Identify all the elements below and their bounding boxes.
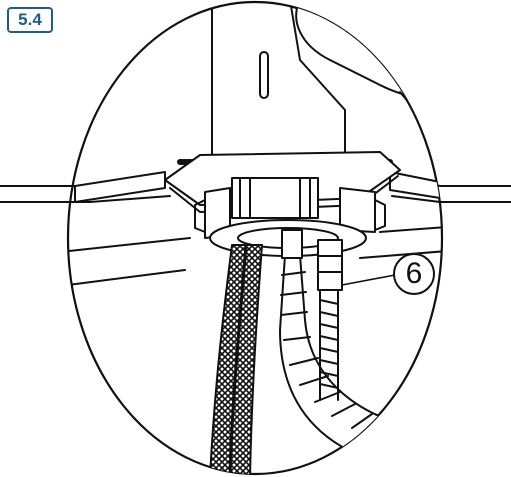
threaded-shank	[231, 177, 319, 219]
supply-tube	[319, 289, 339, 401]
second-connector	[281, 229, 303, 259]
countertop-line-right-lower	[391, 195, 511, 203]
callout-leader	[341, 274, 396, 286]
supply-tube-connector	[317, 239, 343, 291]
hose-inner-line	[228, 243, 248, 474]
faucet-slot	[259, 51, 269, 99]
faucet-body	[211, 2, 346, 156]
step-number-badge: 5.4	[7, 7, 53, 33]
spout-outlet	[444, 82, 466, 98]
callout-6: 6	[393, 253, 435, 295]
ridged-ring-left	[74, 171, 166, 203]
countertop-front	[68, 225, 442, 253]
countertop-line-left-lower	[0, 195, 171, 203]
zoom-circle	[66, 0, 444, 476]
